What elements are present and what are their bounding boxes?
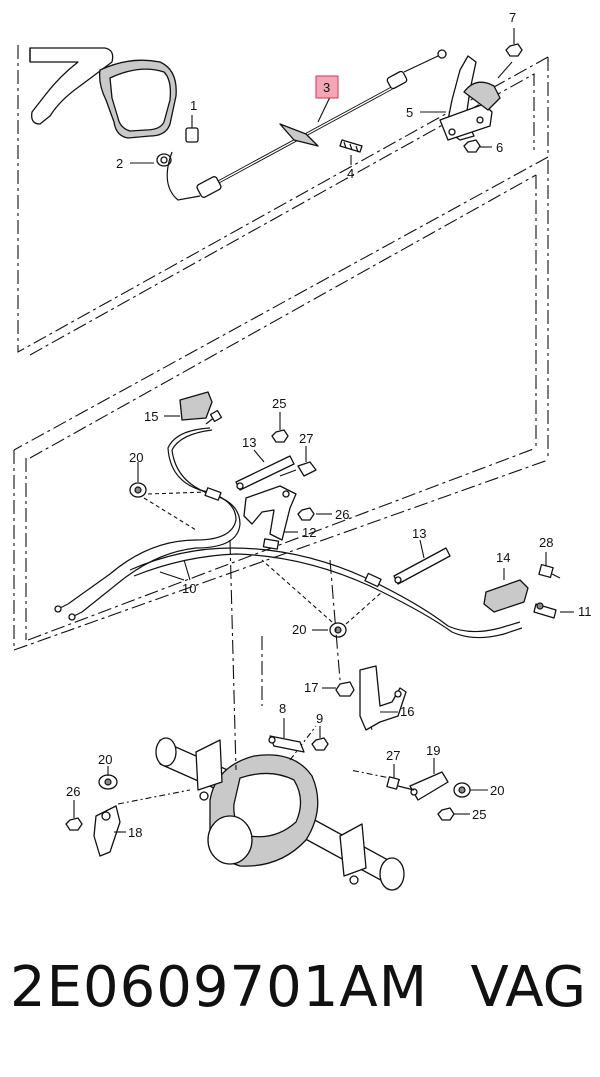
- footer: 2E0609701AM VAG: [0, 955, 600, 1045]
- nut-17: [322, 681, 355, 697]
- callout-14: 14: [496, 550, 510, 565]
- part-number: 2E0609701AM: [10, 955, 429, 1020]
- front-cable-3: [166, 49, 447, 201]
- clip-4: [339, 139, 363, 165]
- callout-18: 18: [128, 825, 142, 840]
- callout-9: 9: [316, 711, 323, 726]
- callout-27-upper: 27: [299, 431, 313, 446]
- callout-11: 11: [578, 604, 592, 619]
- nut-6: [463, 139, 492, 153]
- callout-12: 12: [302, 525, 316, 540]
- callout-28: 28: [539, 535, 553, 550]
- nut-25-lower: [437, 807, 470, 821]
- callout-labels: 1 2 3 4 5 6 7 15 25 13 27 20 26 12 13 14…: [66, 10, 592, 840]
- callout-16: 16: [400, 704, 414, 719]
- callout-20-upper: 20: [129, 450, 143, 465]
- clip-20-left: [98, 766, 118, 790]
- rear-cables-10: [54, 427, 523, 639]
- callout-4: 4: [347, 166, 354, 181]
- assembly-frame: [13, 45, 549, 651]
- bracket-19: [409, 758, 449, 801]
- rear-axle: [117, 539, 405, 891]
- callout-7: 7: [509, 10, 516, 25]
- bracket-18: [93, 805, 126, 857]
- bracket-15: [164, 391, 223, 425]
- bracket-13-upper: [235, 449, 295, 491]
- bracket-13-lower: [393, 539, 451, 585]
- callout-25-lower: 25: [472, 807, 486, 822]
- callout-2: 2: [116, 156, 123, 171]
- callout-27-lower: 27: [386, 748, 400, 763]
- callout-6: 6: [496, 140, 503, 155]
- bolt-27-upper: [279, 446, 317, 477]
- bolt-27-lower: [386, 764, 415, 791]
- callout-19: 19: [426, 743, 440, 758]
- clip-20-right: [453, 782, 488, 798]
- lever-bracket-5: [420, 55, 513, 141]
- parts-diagram: 1 2 3 4 5 6 7 15 25 13 27 20 26 12 13 14…: [13, 10, 592, 891]
- callout-26-lower: 26: [66, 784, 80, 799]
- clip-2: [130, 153, 172, 167]
- callout-20-lower: 20: [292, 622, 306, 637]
- bolt-1: [185, 115, 199, 143]
- callout-5: 5: [406, 105, 413, 120]
- callout-15: 15: [144, 409, 158, 424]
- bracket-16: [359, 665, 407, 731]
- callout-10: 10: [182, 581, 196, 596]
- callout-20-left: 20: [98, 752, 112, 767]
- bracket-14: [483, 568, 529, 613]
- callout-1: 1: [190, 98, 197, 113]
- nut-25-upper: [271, 412, 289, 443]
- clip-20-upper: [129, 462, 207, 531]
- callout-8: 8: [279, 701, 286, 716]
- callout-13-lower: 13: [412, 526, 426, 541]
- nut-9: [311, 726, 329, 751]
- callout-13-upper: 13: [242, 435, 256, 450]
- nut-26-lower: [65, 800, 83, 831]
- bolt-28: [538, 552, 561, 579]
- clip-20-lower: [261, 559, 383, 638]
- bracket-8: [268, 718, 305, 753]
- bracket-12: [243, 485, 298, 541]
- nut-26-upper: [297, 507, 332, 521]
- callout-3-highlighted: 3: [323, 80, 330, 95]
- callout-20-right: 20: [490, 783, 504, 798]
- callout-17: 17: [304, 680, 318, 695]
- brand-name: VAG: [470, 955, 586, 1020]
- callout-25-upper: 25: [272, 396, 286, 411]
- clip-11: [533, 602, 574, 619]
- nut-7: [505, 28, 523, 57]
- handbrake-lever: [29, 47, 177, 139]
- callout-26-upper: 26: [335, 507, 349, 522]
